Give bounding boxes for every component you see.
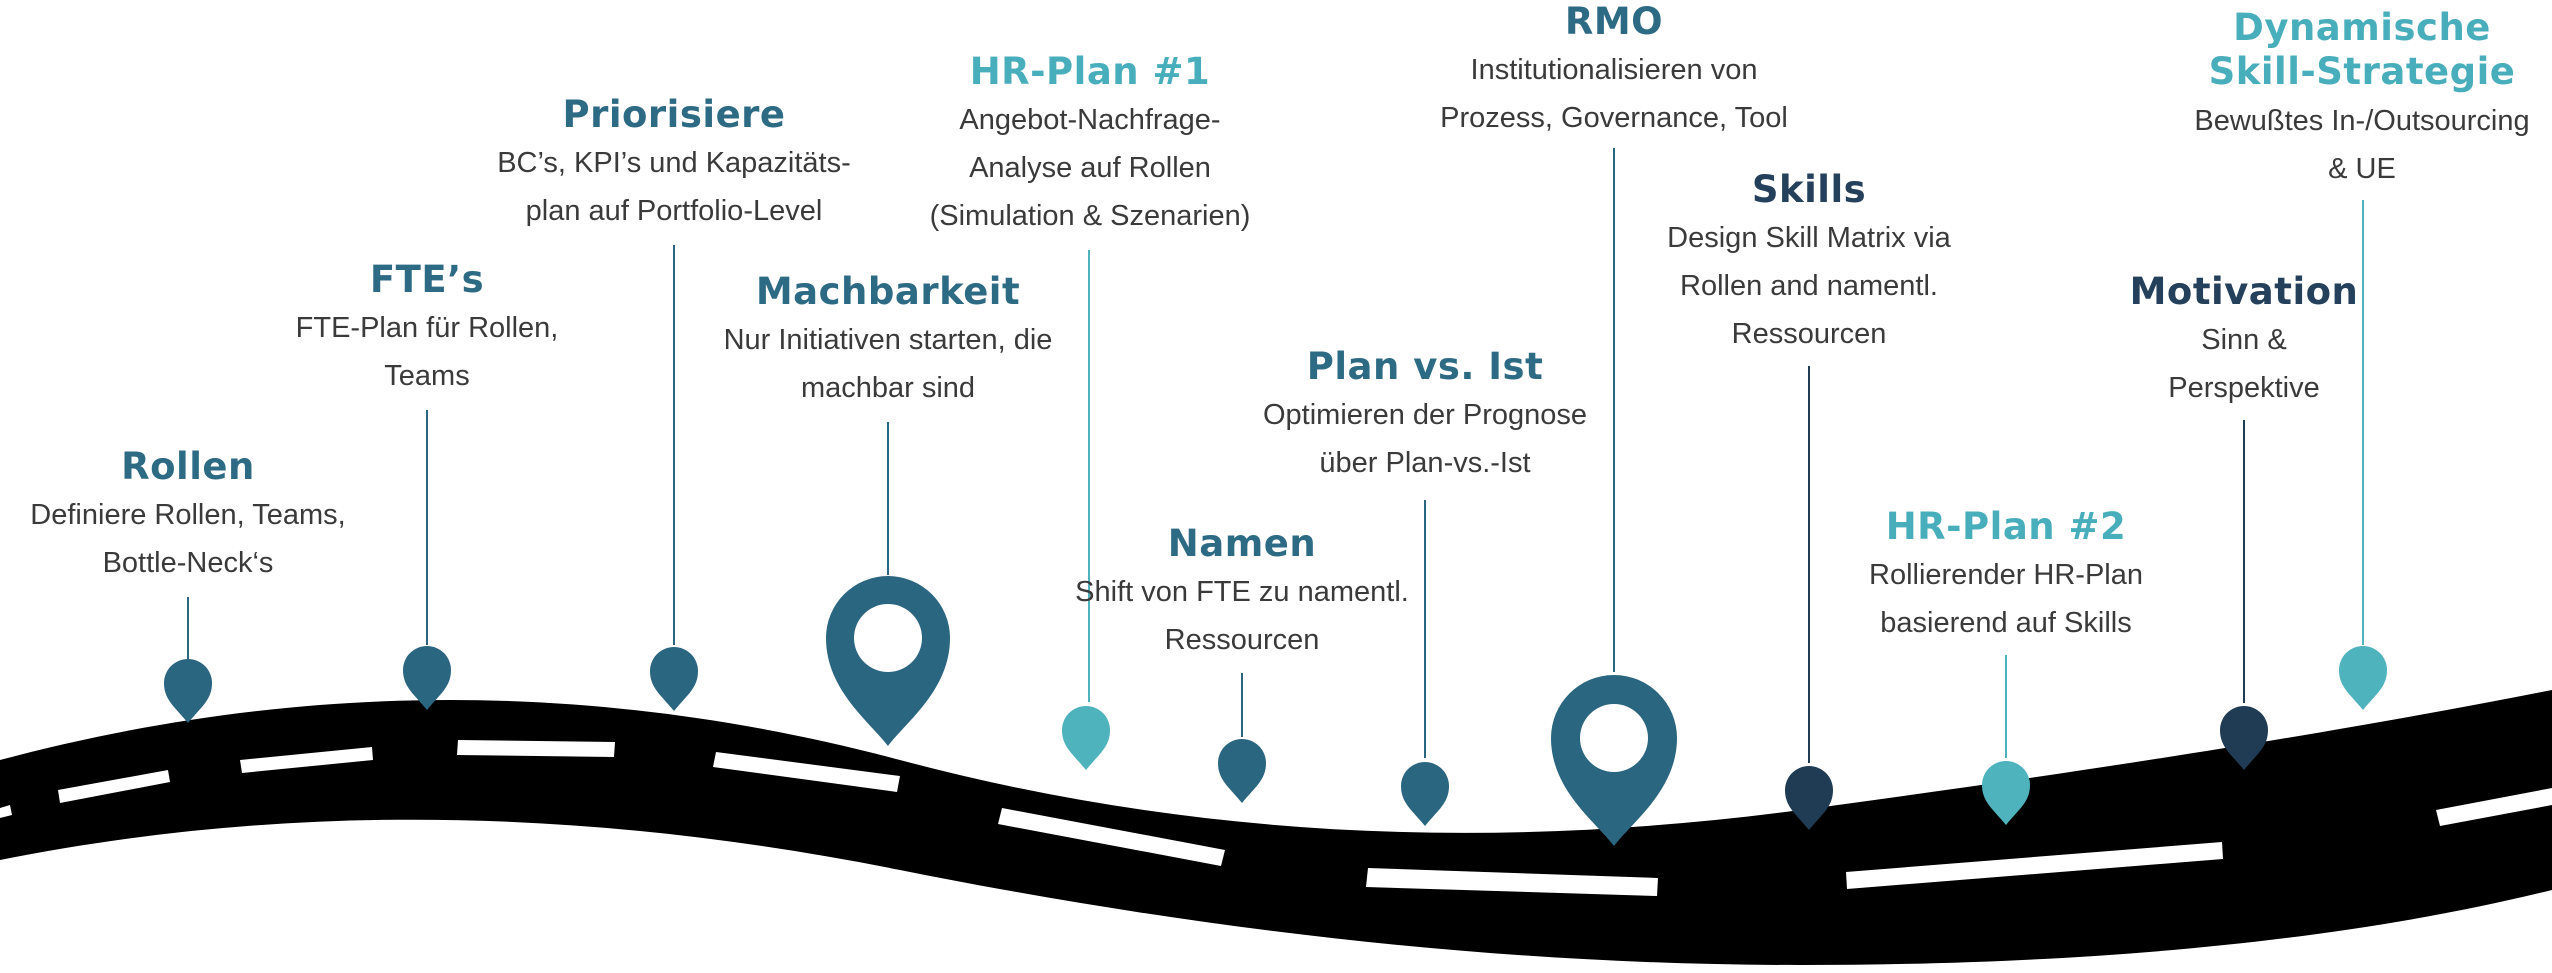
milestone-description: Optimieren der Prognose über Plan-vs.-Is…	[1263, 399, 1587, 480]
milestone-motivation: Motivation Sinn & Perspektive	[2094, 270, 2394, 412]
map-pin-ring-icon	[826, 576, 950, 746]
milestone-namen: Namen Shift von FTE zu namentl. Ressourc…	[1052, 522, 1432, 664]
lane-dash	[457, 740, 615, 757]
milestone-title: HR-Plan #2	[1885, 505, 2127, 548]
lane-dash	[0, 805, 12, 818]
lane-dash	[713, 752, 900, 792]
milestone-title: RMO	[1564, 0, 1664, 43]
milestone-description: Design Skill Matrix via Rollen and namen…	[1667, 222, 1951, 351]
map-pin-icon	[2339, 646, 2387, 710]
lane-dash	[1846, 842, 2223, 889]
milestone-title: Machbarkeit	[755, 270, 1021, 313]
map-pin-icon	[1785, 766, 1833, 830]
milestone-title: Rollen	[121, 445, 255, 488]
milestone-description: BC’s, KPI’s und Kapazitäts- plan auf Por…	[497, 147, 851, 228]
milestone-title: HR-Plan #1	[969, 50, 1211, 93]
lane-dash	[58, 770, 170, 803]
milestone-hr-plan-2: HR-Plan #2 Rollierender HR-Plan basieren…	[1816, 505, 2196, 647]
map-pin-icon	[164, 659, 212, 723]
map-pin-icon	[1062, 706, 1110, 770]
lane-dash	[2436, 788, 2552, 826]
milestone-description: Sinn & Perspektive	[2168, 324, 2320, 405]
map-pin-icon	[650, 647, 698, 711]
milestone-description: Institutionalisieren von Prozess, Govern…	[1440, 54, 1788, 135]
lane-dash	[998, 808, 1225, 866]
milestone-title: Motivation	[2129, 270, 2359, 313]
pins	[164, 148, 2387, 846]
lane-dash	[240, 747, 373, 773]
milestone-ftes: FTE’s FTE-Plan für Rollen, Teams	[247, 258, 607, 400]
road-surface	[0, 690, 2552, 965]
milestone-description: Bewußtes In-/Outsourcing & UE	[2194, 104, 2530, 185]
lane-dash	[1366, 868, 1658, 896]
milestone-title: Skills	[1751, 168, 1867, 211]
milestone-rmo: RMO Institutionalisieren von Prozess, Go…	[1414, 0, 1814, 142]
map-pin-icon	[1401, 762, 1449, 826]
map-pin-icon	[2220, 706, 2268, 770]
milestone-dynamische-skill-strategie: Dynamische Skill-Strategie Bewußtes In-/…	[2172, 6, 2552, 193]
milestone-title: Plan vs. Ist	[1306, 345, 1544, 388]
milestone-description: Nur Initiativen starten, die machbar sin…	[723, 324, 1053, 405]
milestone-machbarkeit: Machbarkeit Nur Initiativen starten, die…	[688, 270, 1088, 412]
map-pin-icon	[1218, 739, 1266, 803]
map-pin-icon	[1982, 761, 2030, 825]
milestone-description: Definiere Rollen, Teams, Bottle-Neck‘s	[30, 499, 346, 580]
milestone-title: Namen	[1167, 522, 1317, 565]
milestone-title: Dynamische Skill-Strategie	[2208, 6, 2516, 94]
milestone-plan-vs-ist: Plan vs. Ist Optimieren der Prognose übe…	[1235, 345, 1615, 487]
milestone-description: Shift von FTE zu namentl. Ressourcen	[1075, 576, 1409, 657]
milestone-hr-plan-1: HR-Plan #1 Angebot-Nachfrage- Analyse au…	[900, 50, 1280, 240]
milestone-priorisiere: Priorisiere BC’s, KPI’s und Kapazitäts- …	[464, 93, 884, 235]
milestone-rollen: Rollen Definiere Rollen, Teams, Bottle-N…	[8, 445, 368, 587]
map-pin-icon	[403, 646, 451, 710]
milestone-title: FTE’s	[369, 258, 485, 301]
map-pin-ring-icon	[1551, 675, 1677, 846]
milestone-description: FTE-Plan für Rollen, Teams	[295, 312, 559, 393]
milestone-description: Rollierender HR-Plan basierend auf Skill…	[1869, 559, 2143, 640]
milestone-title: Priorisiere	[562, 93, 786, 136]
milestone-description: Angebot-Nachfrage- Analyse auf Rollen (S…	[929, 104, 1251, 233]
milestone-skills: Skills Design Skill Matrix via Rollen an…	[1619, 168, 1999, 358]
lane-markings	[0, 740, 2552, 896]
